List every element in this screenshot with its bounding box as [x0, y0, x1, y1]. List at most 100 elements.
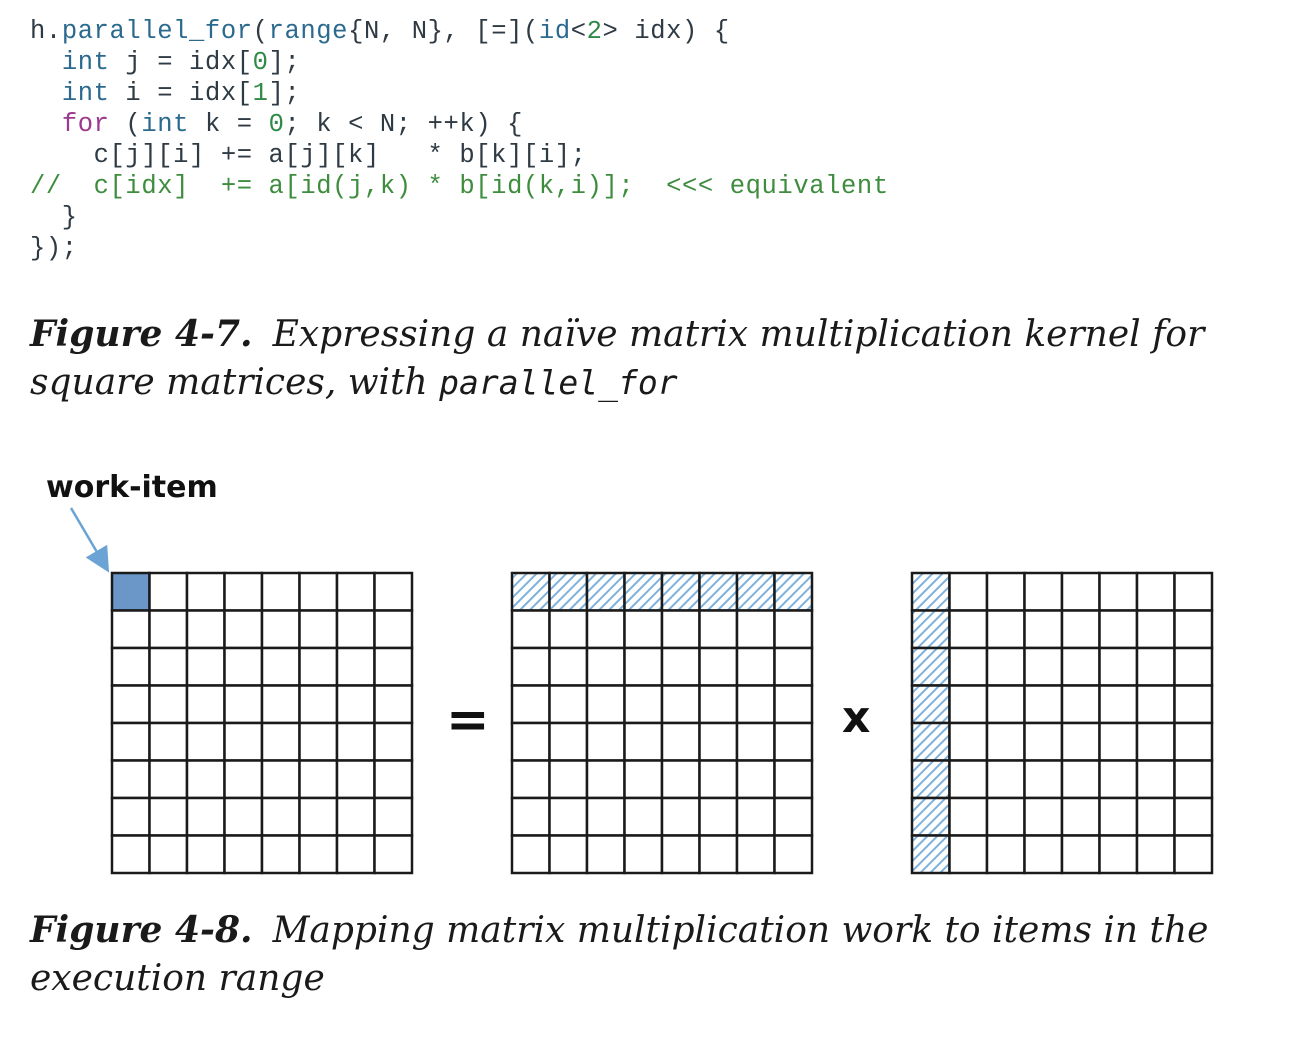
matrix-cell: [623, 609, 664, 650]
matrix-cell: [985, 684, 1026, 725]
matrix-cell: [260, 721, 301, 762]
multiply-operator: x: [842, 692, 871, 743]
matrix-cell: [1135, 721, 1176, 762]
result-matrix-grid: [110, 571, 414, 875]
code-line: h.parallel_for(range{N, N}, [=](id<2> id…: [30, 16, 889, 47]
matrix-cell: [298, 684, 339, 725]
code-token: 0: [252, 48, 269, 77]
code-line: int j = idx[0];: [30, 47, 889, 78]
matrix-b-grid: [910, 571, 1214, 875]
code-token: > idx) {: [602, 17, 730, 46]
code-token: 0: [268, 110, 285, 139]
matrix-cell: [985, 834, 1026, 875]
matrix-cell: [298, 646, 339, 687]
code-line: }: [30, 202, 889, 233]
matrix-cell: [298, 609, 339, 650]
matrix-cell: [373, 609, 414, 650]
highlighted-row-cell: [548, 571, 589, 612]
matrix-cell: [585, 609, 626, 650]
matrix-cell: [585, 684, 626, 725]
matrix-cell: [110, 684, 151, 725]
matrix-cell: [260, 646, 301, 687]
code-token: }: [30, 203, 78, 232]
highlighted-column-cell: [910, 571, 951, 612]
code-token: {N, N}, [=](: [348, 17, 539, 46]
code-token: j = idx[: [109, 48, 253, 77]
matrix-cell: [773, 759, 814, 800]
matrix-cell: [1060, 609, 1101, 650]
highlighted-column-cell: [910, 646, 951, 687]
matrix-cell: [110, 759, 151, 800]
figure-label: Figure 4-7.: [30, 313, 253, 355]
matrix-cell: [373, 834, 414, 875]
matrix-cell: [948, 834, 989, 875]
matrix-cell: [1173, 759, 1214, 800]
code-token: parallel_for: [61, 17, 253, 46]
matrix-cell: [185, 721, 226, 762]
matrix-cell: [1173, 684, 1214, 725]
matrix-cell: [148, 721, 189, 762]
matrix-cell: [1135, 834, 1176, 875]
matrix-cell: [148, 834, 189, 875]
matrix-cell: [1173, 721, 1214, 762]
matrix-cell: [735, 609, 776, 650]
matrix-cell: [698, 684, 739, 725]
matrix-cell: [1060, 684, 1101, 725]
matrix-cell: [1060, 646, 1101, 687]
matrix-cell: [1173, 834, 1214, 875]
matrix-cell: [260, 571, 301, 612]
matrix-a-grid: [510, 571, 814, 875]
code-token: (: [109, 110, 142, 139]
matrix-cell: [948, 684, 989, 725]
figure-4-7-caption: Figure 4-7.Expressing a naïve matrix mul…: [30, 310, 1230, 407]
matrix-cell: [1023, 796, 1064, 837]
matrix-cell: [1098, 759, 1139, 800]
code-line: // c[idx] += a[id(j,k) * b[id(k,i)]; <<<…: [30, 171, 889, 202]
matrix-cell: [660, 796, 701, 837]
matrix-cell: [510, 834, 551, 875]
matrix-cell: [985, 646, 1026, 687]
code-token: ];: [268, 48, 301, 77]
matrix-cell: [735, 834, 776, 875]
matrix-cell: [735, 796, 776, 837]
code-line: c[j][i] += a[j][k] * b[k][i];: [30, 140, 889, 171]
matrix-cell: [223, 646, 264, 687]
matrix-cell: [660, 759, 701, 800]
matrix-cell: [698, 759, 739, 800]
matrix-cell: [510, 796, 551, 837]
matrix-cell: [660, 646, 701, 687]
matrix-cell: [185, 796, 226, 837]
matrix-cell: [623, 834, 664, 875]
matrix-cell: [298, 834, 339, 875]
matrix-cell: [510, 684, 551, 725]
matrix-cell: [110, 834, 151, 875]
highlighted-row-cell: [735, 571, 776, 612]
matrix-cell: [1098, 834, 1139, 875]
code-token: [30, 110, 62, 139]
matrix-cell: [1060, 796, 1101, 837]
work-item-arrow: [69, 507, 110, 573]
matrix-cell: [1135, 646, 1176, 687]
highlighted-column-cell: [910, 684, 951, 725]
matrix-cell: [335, 684, 376, 725]
matrix-cell: [260, 609, 301, 650]
matrix-cell: [373, 721, 414, 762]
matrix-cell: [585, 646, 626, 687]
matrix-cell: [548, 759, 589, 800]
matrix-cell: [223, 759, 264, 800]
matrix-cell: [260, 684, 301, 725]
highlighted-row-cell: [510, 571, 551, 612]
matrix-cell: [185, 609, 226, 650]
matrix-cell: [1098, 609, 1139, 650]
figure-4-8-caption: Figure 4-8.Mapping matrix multiplication…: [30, 906, 1230, 1003]
code-token: [30, 48, 62, 77]
matrix-cell: [1098, 646, 1139, 687]
matrix-cell: [335, 759, 376, 800]
matrix-cell: [223, 571, 264, 612]
highlighted-row-cell: [698, 571, 739, 612]
matrix-cell: [735, 684, 776, 725]
matrix-cell: [985, 759, 1026, 800]
matrix-cell: [948, 646, 989, 687]
matrix-cell: [148, 609, 189, 650]
matrix-cell: [185, 759, 226, 800]
